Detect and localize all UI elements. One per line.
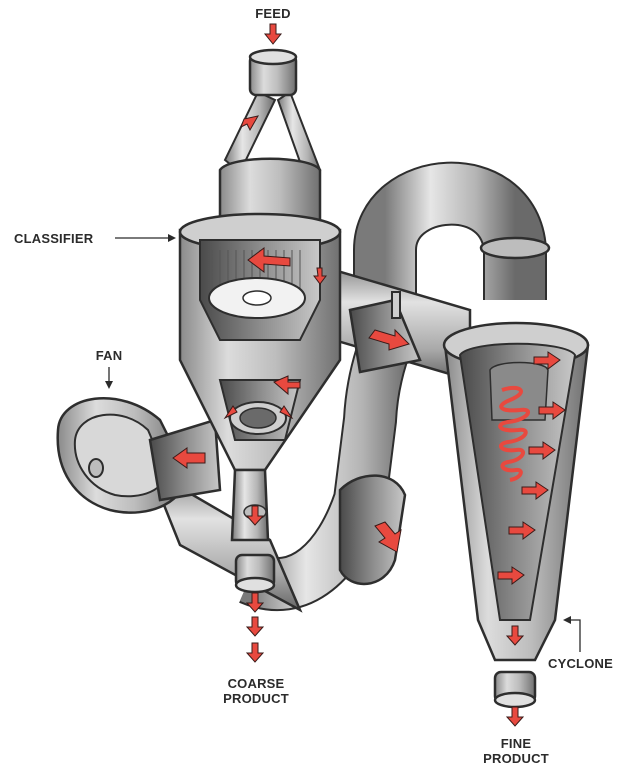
label-feed: FEED	[248, 6, 298, 21]
label-cyclone: CYCLONE	[548, 656, 613, 671]
label-coarse-product-line1: COARSE	[218, 676, 294, 691]
feed-inlet	[225, 50, 320, 176]
label-fan: FAN	[92, 348, 126, 363]
label-fine-product: FINE PRODUCT	[478, 736, 554, 766]
label-fine-product-line1: FINE	[478, 736, 554, 751]
label-fine-product-line2: PRODUCT	[478, 751, 554, 766]
cyclone	[444, 323, 588, 707]
label-classifier: CLASSIFIER	[14, 231, 93, 246]
label-coarse-product-line2: PRODUCT	[218, 691, 294, 706]
label-coarse-product: COARSE PRODUCT	[218, 676, 294, 706]
